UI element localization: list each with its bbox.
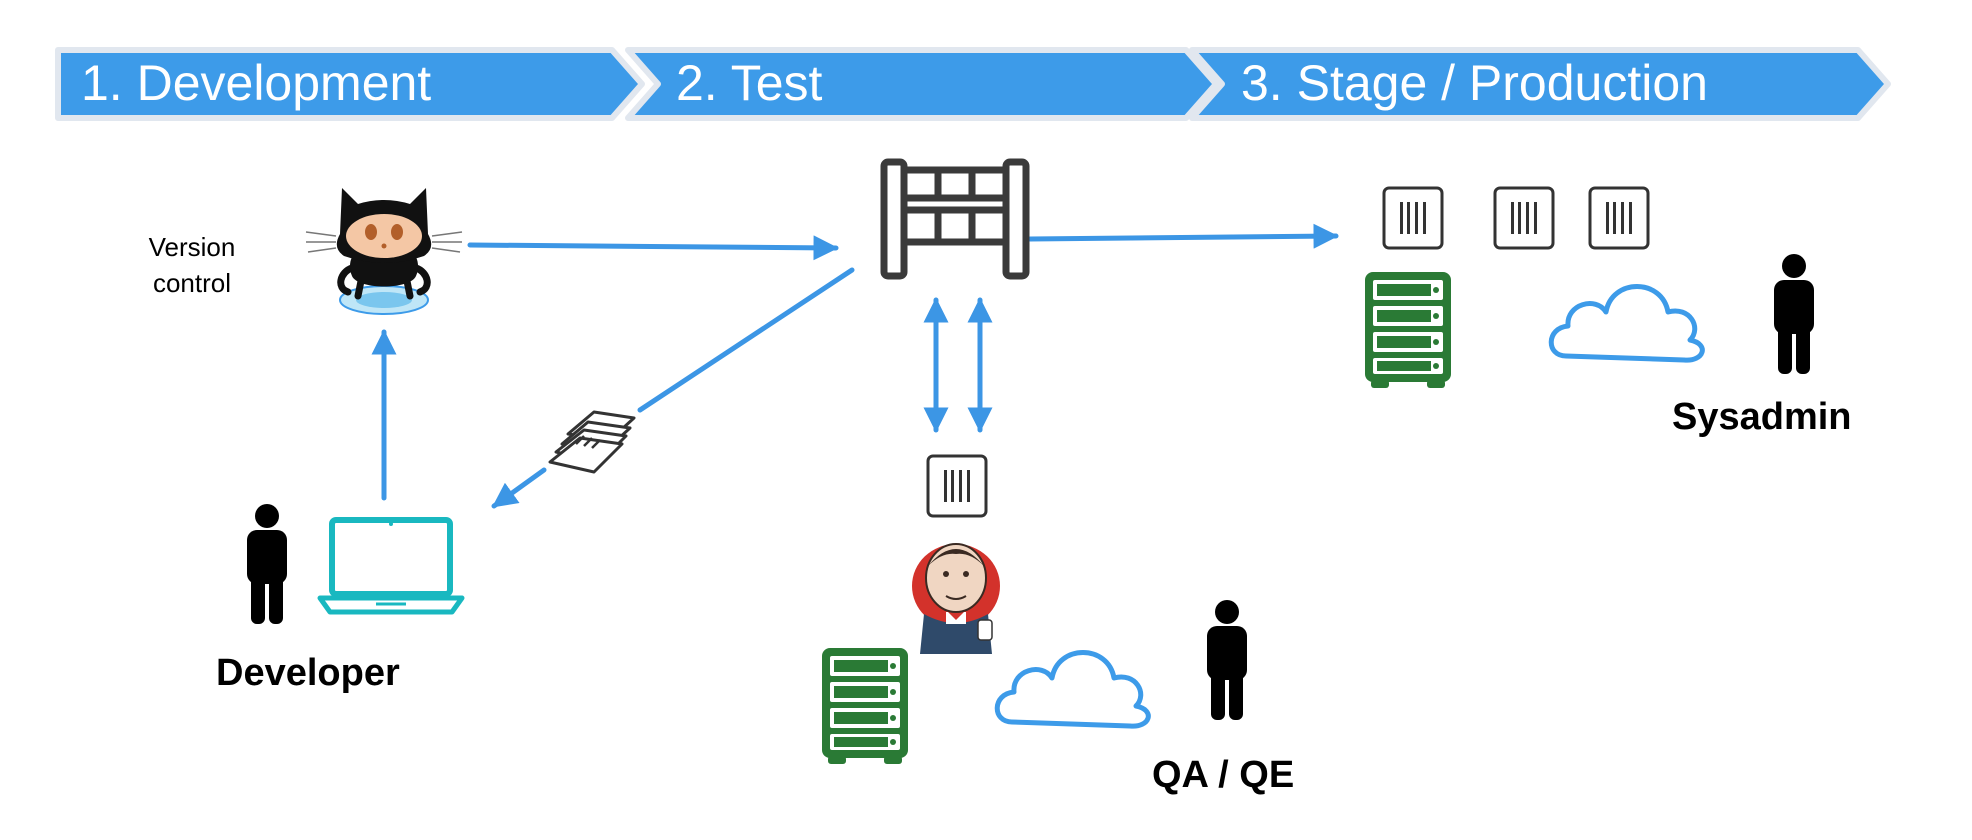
container-image-icon-jenkins <box>926 454 988 518</box>
jenkins-butler-icon <box>912 543 1000 654</box>
person-icon-sysadmin <box>1774 254 1814 374</box>
stage-banner-test <box>625 47 1219 121</box>
arrow-build-to-documents <box>637 267 855 413</box>
version-control-label-line1: Version <box>148 232 236 262</box>
github-octocat-icon <box>305 188 463 315</box>
arrow-build-to-production <box>1027 223 1339 249</box>
server-icon-production <box>1365 272 1451 388</box>
stage-label-test: 2. Test <box>676 55 823 111</box>
flow-arrows <box>371 223 1339 509</box>
build-server-rack-icon <box>880 158 1030 280</box>
server-icon-test <box>822 648 908 764</box>
qa-label: QA / QE <box>1152 754 1295 796</box>
stage-label-production: 3. Stage / Production <box>1241 55 1708 111</box>
arrow-vcs-to-build <box>467 235 839 261</box>
container-image-icon-prod-3 <box>1588 186 1650 250</box>
cloud-icon-test <box>997 653 1148 727</box>
cloud-icon-production <box>1551 287 1702 361</box>
stage-banner-development <box>55 47 645 121</box>
developer-label: Developer <box>216 652 400 694</box>
documents-stack-icon <box>548 410 636 474</box>
person-icon-developer <box>247 504 287 624</box>
stage-banner-production <box>1189 47 1891 121</box>
sysadmin-label: Sysadmin <box>1672 396 1852 438</box>
arrow-documents-to-laptop <box>491 467 547 509</box>
laptop-icon <box>317 517 465 615</box>
version-control-label-line2: control <box>152 268 232 298</box>
container-image-icon-prod-1 <box>1382 186 1444 250</box>
stage-label-development: 1. Development <box>81 55 432 111</box>
person-icon-qa <box>1207 600 1247 720</box>
container-image-icon-prod-2 <box>1493 186 1555 250</box>
